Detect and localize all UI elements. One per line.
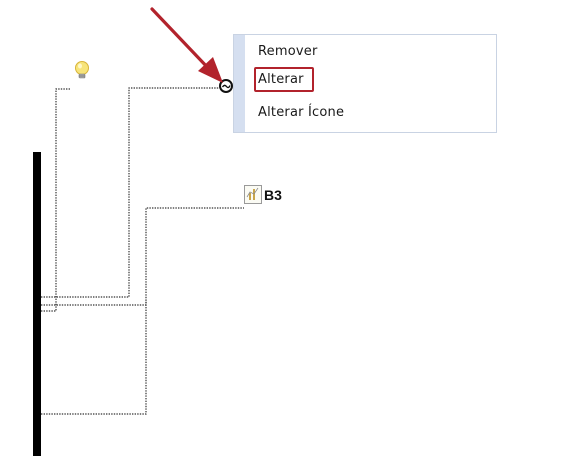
connector-b3 — [41, 207, 244, 306]
context-menu: Remover Alterar Alterar Ícone — [233, 34, 497, 133]
menu-item-remover[interactable]: Remover — [258, 44, 318, 59]
connector-bottom — [41, 300, 147, 415]
menu-item-alterar[interactable]: Alterar — [254, 67, 314, 92]
chart-icon[interactable] — [244, 185, 262, 204]
tree-trunk-bar — [33, 152, 41, 456]
menu-item-alterar-icone[interactable]: Alterar Ícone — [258, 105, 345, 120]
collapse-circle-icon[interactable] — [219, 79, 233, 93]
context-menu-gutter — [234, 35, 245, 132]
connector-top-node — [41, 87, 219, 298]
tree-node-label-b3[interactable]: B3 — [264, 187, 282, 203]
connector-lightbulb — [41, 88, 70, 312]
lightbulb-icon[interactable] — [75, 61, 89, 79]
tree-connectors — [41, 87, 244, 415]
